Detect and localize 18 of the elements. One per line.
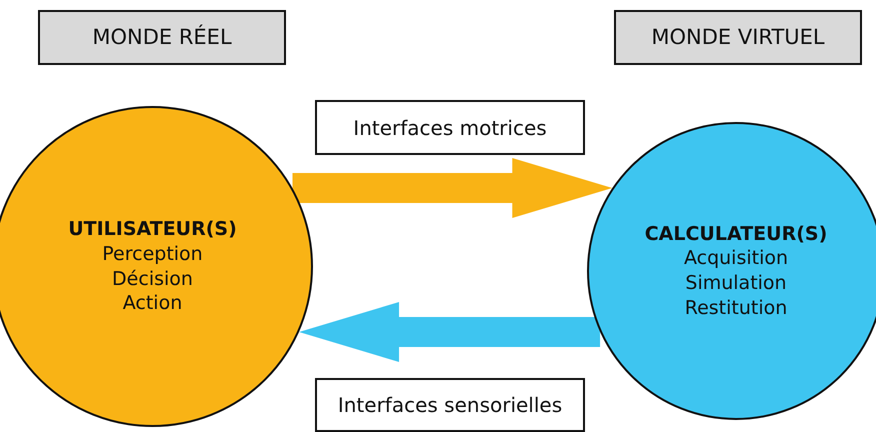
world-label-box <box>38 10 286 65</box>
world-label-box <box>614 10 862 65</box>
function-text: Acquisition <box>684 246 788 271</box>
label-text: MONDE VIRTUEL <box>651 24 825 51</box>
interface-label-box <box>315 100 585 155</box>
function-text: Restitution <box>684 296 788 320</box>
label-text: MONDE RÉEL <box>92 24 232 51</box>
function-text: Simulation <box>685 271 787 296</box>
function-text: Action <box>122 291 182 316</box>
label-text: Interfaces motrices <box>353 114 547 140</box>
circle-heading: UTILISATEUR(S) <box>68 217 237 242</box>
circle-heading: CALCULATEUR(S) <box>644 222 828 246</box>
function-text: Décision <box>112 266 193 292</box>
interface-label-box <box>315 378 585 432</box>
function-text: Perception <box>102 242 203 266</box>
block-arrow <box>299 302 600 362</box>
label-text: Interfaces sensorielles <box>338 392 562 418</box>
block-arrow <box>292 158 612 218</box>
